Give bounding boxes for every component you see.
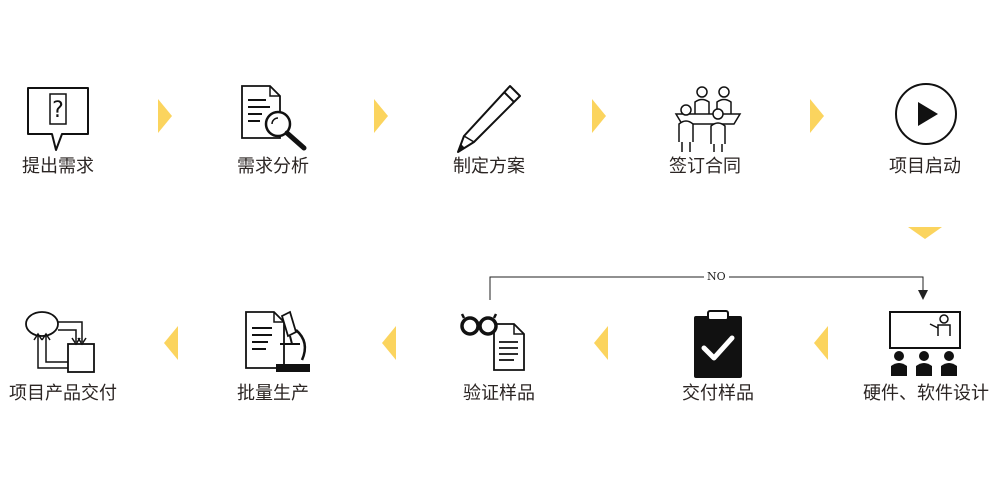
flow-arrow-right (810, 99, 824, 133)
step-label-design: 硬件、软件设计 (863, 383, 989, 404)
meeting-people-icon (674, 86, 742, 152)
exchange-flow-icon (25, 311, 95, 373)
flow-arrow-right (374, 99, 388, 133)
step-label-verify-sample: 验证样品 (463, 383, 535, 404)
step-label-product-delivery: 项目产品交付 (9, 383, 117, 404)
play-icon (895, 83, 957, 145)
flow-arrow-left (594, 326, 608, 360)
step-label-deliver-sample: 交付样品 (682, 383, 754, 404)
step-label-submit: 提出需求 (22, 156, 94, 177)
microscope-document-icon (245, 310, 310, 372)
presentation-icon (889, 311, 961, 376)
flow-arrow-right (592, 99, 606, 133)
pencil-icon (457, 85, 521, 153)
flow-arrow-left (164, 326, 178, 360)
step-label-plan: 制定方案 (453, 156, 525, 177)
svg-text:?: ? (52, 98, 64, 123)
clipboard-check-icon (694, 310, 742, 378)
question-bubble-icon: ? (27, 87, 89, 151)
flow-arrow-left (382, 326, 396, 360)
step-label-mass-production: 批量生产 (237, 383, 309, 404)
flow-arrow-right (158, 99, 172, 133)
step-label-analysis: 需求分析 (237, 156, 309, 177)
loop-no-label: NO (704, 271, 729, 283)
document-magnifier-icon (241, 85, 307, 151)
step-label-contract: 签订合同 (669, 156, 741, 177)
step-label-launch: 项目启动 (889, 156, 961, 177)
glasses-document-icon (460, 313, 525, 371)
flow-arrow-left (814, 326, 828, 360)
flow-arrow-down (908, 227, 942, 239)
